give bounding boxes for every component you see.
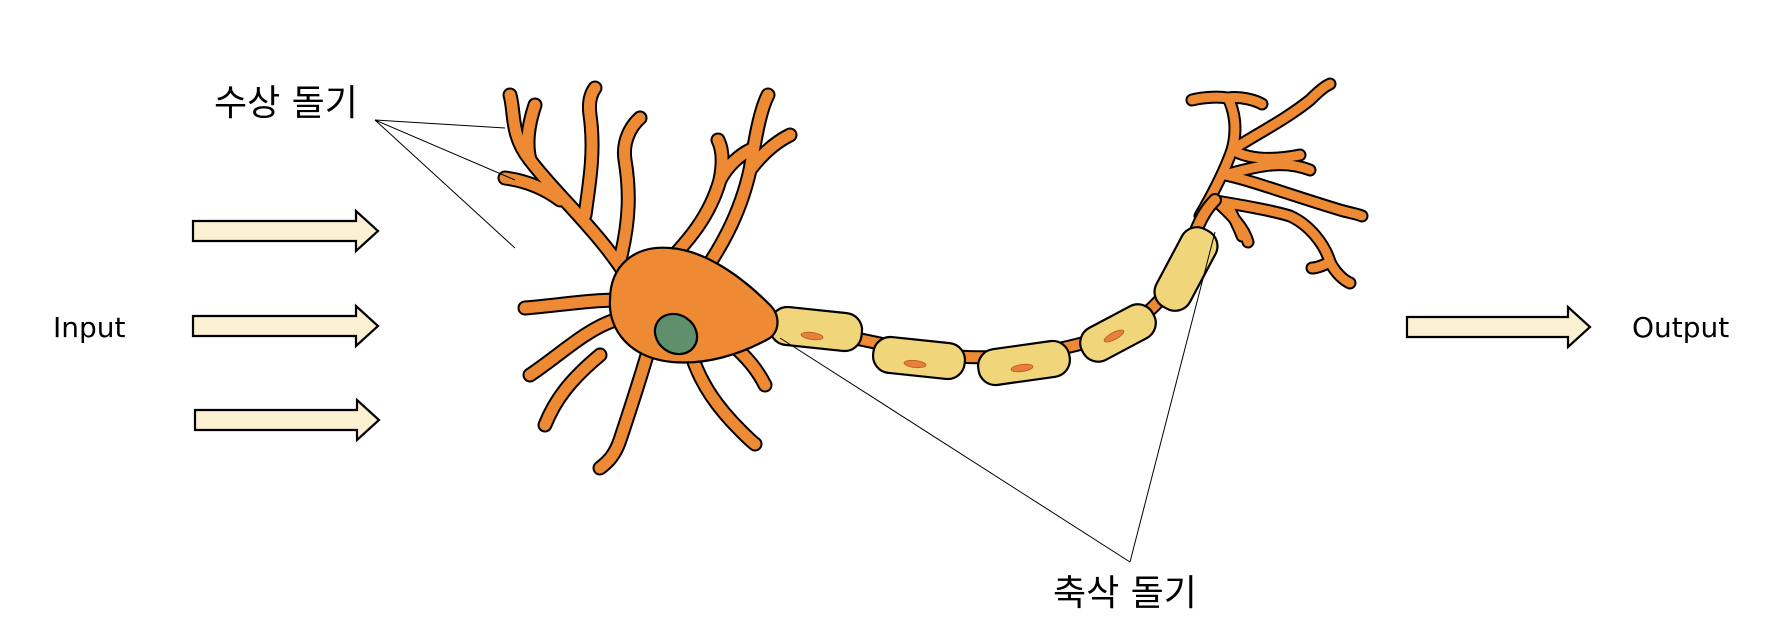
myelin-marks bbox=[800, 329, 1125, 373]
label-input: Input bbox=[53, 311, 126, 344]
right-arrow-icon bbox=[1405, 304, 1592, 350]
label-output: Output bbox=[1632, 311, 1729, 344]
myelin-segment bbox=[768, 305, 864, 353]
right-arrow-icon bbox=[191, 303, 380, 349]
myelin-segment bbox=[977, 339, 1071, 387]
right-arrow-icon bbox=[191, 208, 380, 254]
dendrites bbox=[497, 80, 798, 476]
label-axon: 축삭 돌기 bbox=[1053, 573, 1197, 614]
label-dendrites: 수상 돌기 bbox=[214, 83, 358, 124]
myelin-segment bbox=[1153, 226, 1219, 312]
axon-terminal bbox=[1185, 77, 1369, 290]
input-arrows bbox=[191, 208, 381, 443]
leader-lines bbox=[374, 119, 1216, 563]
myelin-segment bbox=[871, 335, 967, 381]
right-arrow-icon bbox=[193, 397, 381, 443]
nucleus bbox=[653, 312, 699, 356]
